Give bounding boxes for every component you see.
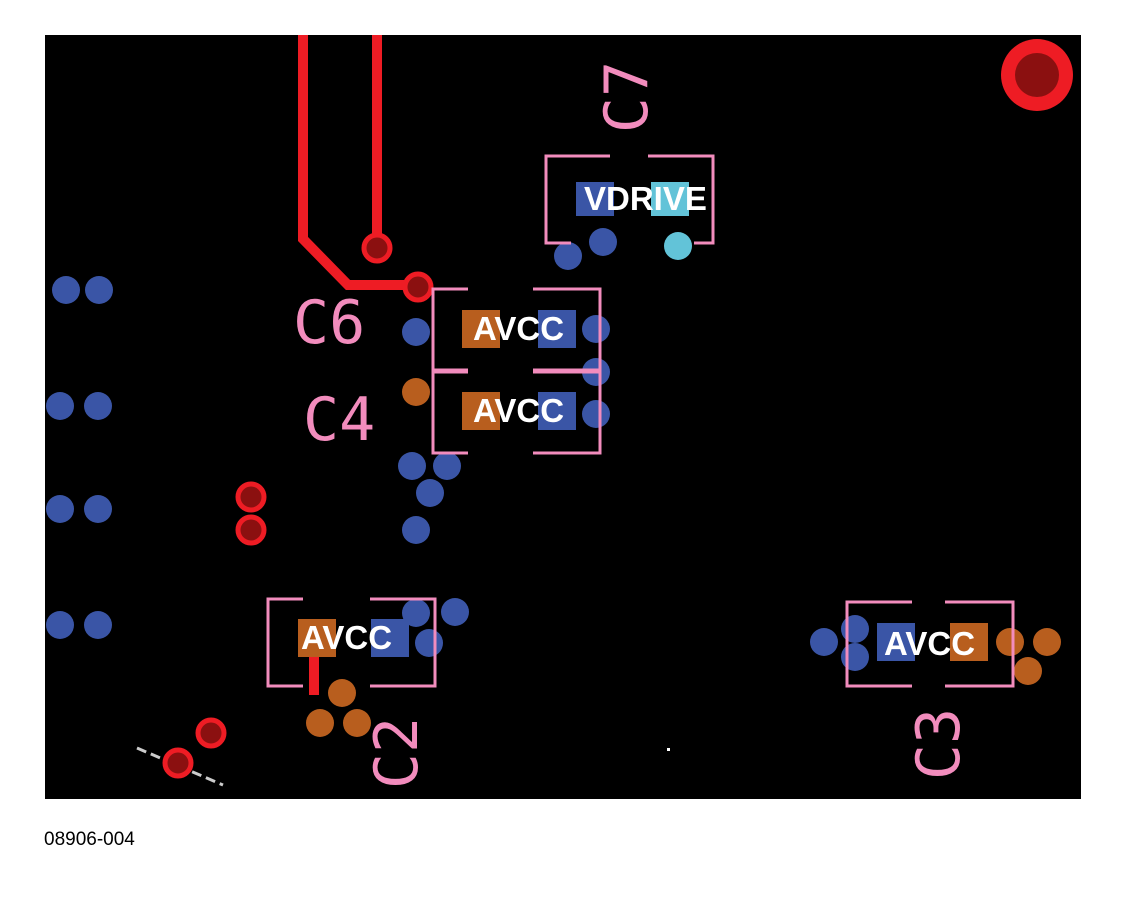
c3-pad-2	[950, 623, 988, 661]
c3-outline	[845, 600, 1015, 688]
c7-net-label: VDRIVE	[584, 180, 707, 217]
via-blue	[46, 611, 74, 639]
via-red	[235, 481, 267, 513]
via-blue	[402, 516, 430, 544]
via-blue	[589, 228, 617, 256]
c2-outline	[266, 597, 437, 688]
c4-pad-2	[538, 392, 576, 430]
c7-pad-1	[576, 182, 614, 216]
via-blue	[84, 392, 112, 420]
via-blue	[841, 643, 869, 671]
via-orange	[328, 679, 356, 707]
c6-net-label: AVCC	[473, 310, 565, 347]
c6-outline	[431, 287, 602, 372]
c6-pad-1	[462, 310, 500, 348]
c7-designator: C7	[592, 60, 663, 134]
via-orange	[306, 709, 334, 737]
via-red	[361, 232, 393, 264]
c4-pad-1	[462, 392, 500, 430]
c2-net-label: AVCC	[301, 619, 393, 656]
via-blue	[398, 452, 426, 480]
via-blue	[84, 611, 112, 639]
trace-left	[298, 35, 415, 290]
via-blue	[841, 615, 869, 643]
c2-pad-2	[371, 619, 409, 657]
mounting-pad-center	[1015, 53, 1059, 97]
via-blue	[46, 392, 74, 420]
via-blue	[52, 276, 80, 304]
c6-pad-2	[538, 310, 576, 348]
via-blue	[582, 400, 610, 428]
via-blue	[810, 628, 838, 656]
figure-id: 08906-004	[44, 829, 135, 850]
via-cyan	[664, 232, 692, 260]
c3-pad-1	[877, 623, 915, 661]
c4-net-label: AVCC	[473, 392, 565, 429]
via-blue	[554, 242, 582, 270]
via-red	[402, 271, 434, 303]
pcb-layout-board: VDRIVE AVCC AVCC AVCC AVCC C7 C6 C4 C2 C…	[45, 35, 1081, 799]
via-red	[162, 747, 194, 779]
via-blue	[402, 318, 430, 346]
c2-designator: C2	[362, 716, 433, 790]
via-blue	[416, 479, 444, 507]
via-red	[195, 717, 227, 749]
via-blue	[441, 598, 469, 626]
via-blue	[433, 452, 461, 480]
c7-outline	[544, 154, 715, 245]
via-blue	[84, 495, 112, 523]
c7-pad-2	[651, 182, 689, 216]
c4-outline	[431, 370, 602, 455]
via-red	[235, 514, 267, 546]
white-speck	[667, 748, 670, 751]
via-orange	[402, 378, 430, 406]
c2-pad-1	[298, 619, 336, 657]
pcb-artwork	[46, 35, 1073, 787]
via-orange	[1014, 657, 1042, 685]
c6-designator: C6	[293, 288, 366, 358]
via-orange	[1033, 628, 1061, 656]
via-orange	[343, 709, 371, 737]
c3-net-label: AVCC	[884, 625, 976, 662]
c4-designator: C4	[303, 385, 376, 455]
via-orange	[996, 628, 1024, 656]
via-blue	[415, 629, 443, 657]
via-blue	[46, 495, 74, 523]
via-blue	[85, 276, 113, 304]
via-blue	[582, 315, 610, 343]
c3-designator: C3	[904, 707, 975, 781]
